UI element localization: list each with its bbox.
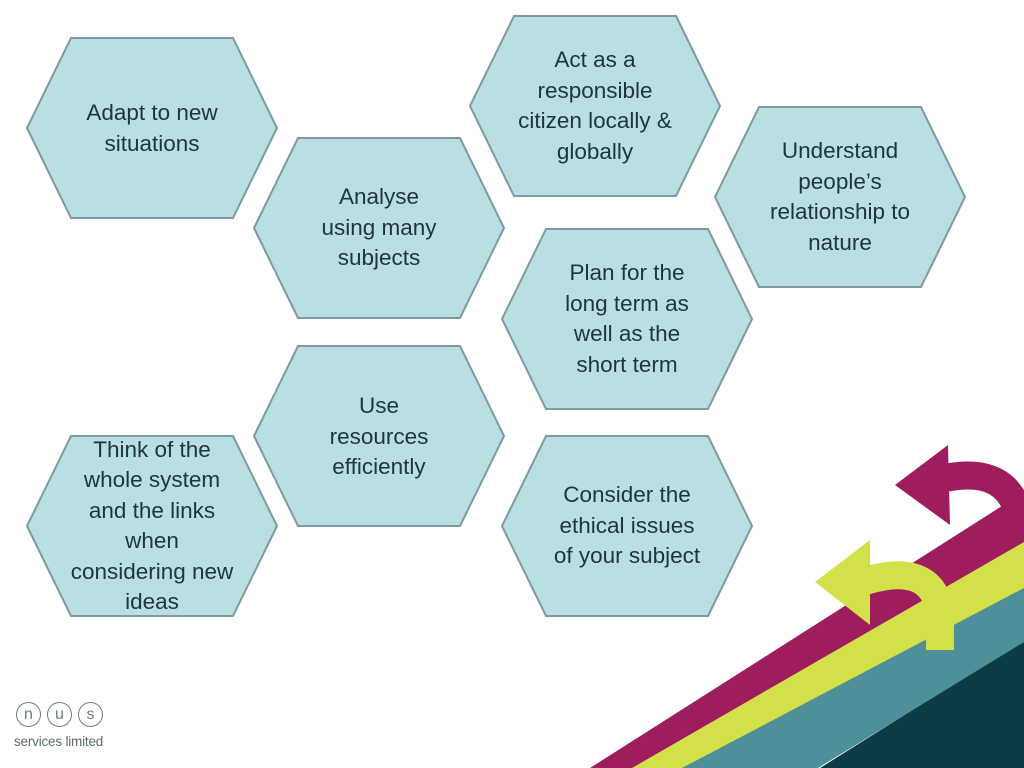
- logo-letter: s: [78, 702, 103, 727]
- hexagon-label: Adapt to new situations: [86, 100, 218, 156]
- logo-letter: n: [16, 702, 41, 727]
- hexagon-shape: [714, 106, 966, 288]
- hexagon-citizen: Act as a responsible citizen locally & g…: [469, 15, 721, 197]
- hexagon-ethics: Consider the ethical issues of your subj…: [501, 435, 753, 617]
- hexagon-shape: [501, 435, 753, 617]
- nus-logo: n u s services limited: [14, 702, 124, 762]
- logo-tagline: services limited: [14, 734, 104, 749]
- hexagon-shape: [26, 435, 278, 617]
- hexagon-label: Consider the ethical issues of your subj…: [553, 482, 701, 569]
- hexagon-label: Understand people’s relationship to natu…: [769, 138, 911, 255]
- hexagon-label: Plan for the long term as well as the sh…: [565, 260, 689, 377]
- hexagon-label: Analyse using many subjects: [321, 184, 437, 271]
- hexagon-shape: [469, 15, 721, 197]
- hexagon-shape: [26, 37, 278, 219]
- hexagon-plan: Plan for the long term as well as the sh…: [501, 228, 753, 410]
- hexagon-resources: Use resources efficiently: [253, 345, 505, 527]
- hexagon-adapt: Adapt to new situations: [26, 37, 278, 219]
- hexagon-analyse: Analyse using many subjects: [253, 137, 505, 319]
- hexagon-label: Think of the whole system and the links …: [70, 436, 234, 615]
- hexagon-label: Use resources efficiently: [329, 393, 429, 479]
- hexagon-system: Think of the whole system and the links …: [26, 435, 278, 617]
- hexagon-shape: [253, 345, 505, 527]
- hexagon-shape: [501, 228, 753, 410]
- logo-letter: u: [47, 702, 72, 727]
- hexagon-nature: Understand people’s relationship to natu…: [714, 106, 966, 288]
- hexagon-label: Act as a responsible citizen locally & g…: [518, 47, 672, 164]
- hexagon-shape: [253, 137, 505, 319]
